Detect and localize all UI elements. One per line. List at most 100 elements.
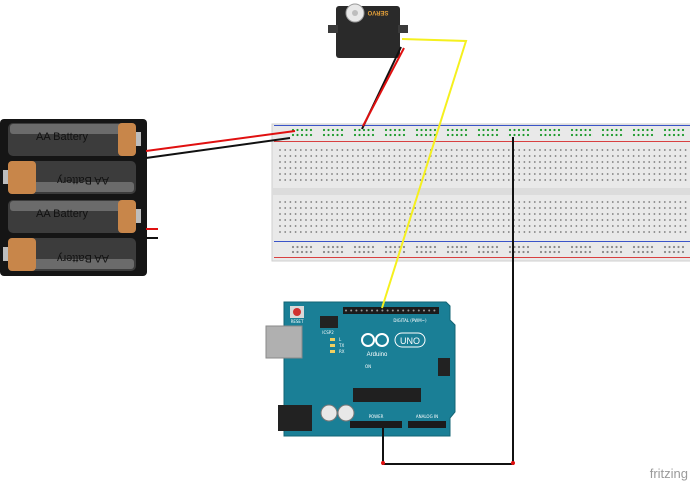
terminal-hole bbox=[617, 161, 619, 163]
terminal-hole bbox=[627, 219, 630, 221]
terminal-hole bbox=[336, 225, 339, 227]
terminal-hole bbox=[580, 207, 583, 209]
rail-hole bbox=[606, 128, 609, 132]
rail-hole bbox=[446, 128, 450, 132]
terminal-hole bbox=[632, 155, 635, 157]
terminal-hole bbox=[502, 213, 505, 215]
terminal-hole bbox=[502, 179, 505, 181]
rail-hole bbox=[451, 245, 454, 249]
terminal-hole bbox=[279, 231, 281, 233]
terminal-hole bbox=[580, 219, 583, 221]
rail-hole bbox=[491, 133, 494, 137]
terminal-hole bbox=[627, 155, 630, 157]
terminal-hole bbox=[279, 149, 281, 151]
terminal-hole bbox=[409, 179, 411, 181]
terminal-hole bbox=[455, 213, 458, 215]
terminal-hole bbox=[445, 155, 448, 157]
terminal-hole bbox=[507, 213, 510, 215]
terminal-hole bbox=[372, 213, 375, 215]
terminal-hole bbox=[585, 149, 588, 151]
terminal-hole bbox=[393, 179, 396, 181]
terminal-hole bbox=[487, 225, 489, 227]
terminal-hole bbox=[351, 161, 354, 163]
terminal-hole bbox=[674, 213, 677, 215]
rail-hole bbox=[336, 245, 339, 249]
terminal-hole bbox=[632, 161, 635, 163]
rail-hole bbox=[677, 133, 680, 137]
terminal-hole bbox=[294, 231, 297, 233]
digital-label: DIGITAL (PWM~) bbox=[393, 318, 427, 323]
terminal-hole bbox=[341, 161, 344, 163]
terminal-hole bbox=[663, 231, 666, 233]
terminal-hole bbox=[466, 149, 469, 151]
terminal-hole bbox=[648, 179, 651, 181]
rail-hole bbox=[495, 128, 499, 132]
terminal-hole bbox=[596, 161, 599, 163]
rail-hole bbox=[526, 133, 530, 137]
terminal-hole bbox=[466, 231, 469, 233]
rail-hole bbox=[477, 245, 481, 249]
header-pin bbox=[355, 309, 358, 312]
terminal-hole bbox=[554, 179, 557, 181]
terminal-hole bbox=[632, 213, 635, 215]
terminal-hole bbox=[663, 219, 666, 221]
terminal-hole bbox=[455, 167, 458, 169]
rail-hole bbox=[557, 245, 561, 249]
terminal-hole bbox=[601, 155, 604, 157]
terminal-hole bbox=[653, 219, 656, 221]
terminal-hole bbox=[310, 207, 313, 209]
terminal-hole bbox=[429, 161, 432, 163]
terminal-hole bbox=[367, 173, 370, 175]
terminal-hole bbox=[289, 213, 292, 215]
terminal-hole bbox=[622, 231, 625, 233]
terminal-hole bbox=[284, 207, 287, 209]
terminal-hole bbox=[518, 161, 521, 163]
terminal-hole bbox=[643, 231, 645, 233]
rail-hole bbox=[663, 133, 667, 137]
terminal-hole bbox=[679, 213, 682, 215]
terminal-hole bbox=[591, 167, 593, 169]
terminal-hole bbox=[325, 207, 328, 209]
terminal-hole bbox=[497, 231, 500, 233]
terminal-hole bbox=[596, 179, 599, 181]
terminal-hole bbox=[450, 201, 453, 203]
terminal-hole bbox=[481, 219, 484, 221]
terminal-hole bbox=[580, 167, 583, 169]
terminal-hole bbox=[372, 179, 375, 181]
terminal-hole bbox=[533, 149, 536, 151]
rail-hole bbox=[305, 250, 308, 254]
terminal-hole bbox=[492, 213, 495, 215]
rail-hole bbox=[305, 245, 308, 249]
breadboard-center-channel bbox=[272, 188, 690, 195]
terminal-hole bbox=[528, 207, 531, 209]
battery-black-wire bbox=[145, 137, 291, 159]
terminal-hole bbox=[445, 207, 448, 209]
terminal-hole bbox=[523, 161, 526, 163]
terminal-hole bbox=[362, 201, 365, 203]
terminal-hole bbox=[658, 161, 661, 163]
terminal-hole bbox=[544, 201, 547, 203]
terminal-hole bbox=[284, 179, 287, 181]
terminal-hole bbox=[351, 207, 354, 209]
terminal-hole bbox=[533, 231, 536, 233]
terminal-hole bbox=[617, 213, 619, 215]
rail-hole bbox=[517, 250, 521, 254]
terminal-hole bbox=[565, 155, 567, 157]
rail-hole bbox=[672, 245, 676, 249]
terminal-hole bbox=[455, 207, 458, 209]
rail-hole bbox=[575, 128, 578, 132]
terminal-hole bbox=[315, 213, 318, 215]
terminal-hole bbox=[393, 225, 396, 227]
terminal-hole bbox=[632, 219, 635, 221]
rail-hole bbox=[309, 245, 313, 249]
terminal-hole bbox=[471, 219, 474, 221]
rail-hole bbox=[486, 250, 490, 254]
terminal-hole bbox=[632, 231, 635, 233]
servo-signal-wire bbox=[381, 38, 468, 309]
terminal-hole bbox=[481, 231, 484, 233]
terminal-hole bbox=[310, 225, 313, 227]
terminal-hole bbox=[336, 213, 339, 215]
terminal-hole bbox=[377, 213, 380, 215]
terminal-hole bbox=[523, 225, 526, 227]
terminal-hole bbox=[435, 149, 437, 151]
